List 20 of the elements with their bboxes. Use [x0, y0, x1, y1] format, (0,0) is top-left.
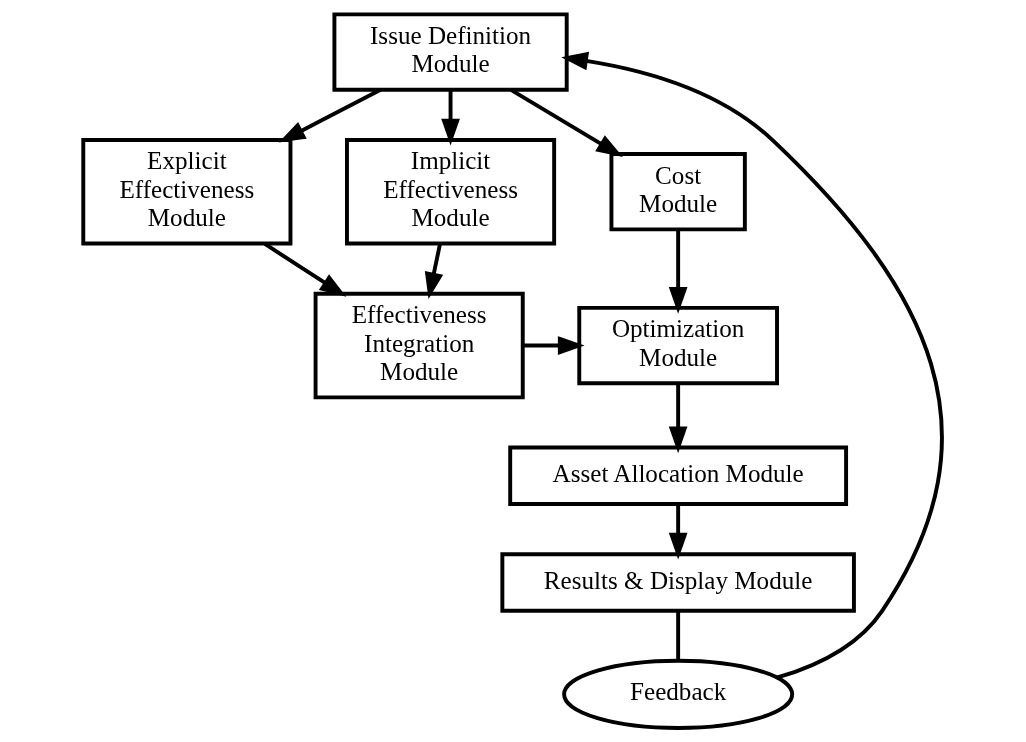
node-box: Optimization Module [577, 305, 779, 386]
node-box: Issue Definition Module [332, 12, 569, 92]
node-box: Cost Module [609, 152, 747, 232]
node-box: Explicit Effectiveness Module [81, 138, 293, 246]
arrow [668, 229, 688, 314]
node-box: Implicit Effectiveness Module [345, 138, 557, 246]
arrow [522, 336, 585, 355]
node-box: Results & Display Module [500, 552, 856, 613]
arrow [561, 51, 944, 680]
arrow [668, 504, 688, 560]
node-box: Effectiveness Integration Module [313, 291, 525, 400]
arrow [668, 383, 688, 454]
arrow [278, 88, 382, 143]
node-ellipse: Feedback [562, 658, 795, 730]
arrow [263, 242, 347, 297]
arrow [441, 90, 460, 146]
arrow [509, 88, 623, 158]
node-box: Asset Allocation Module [508, 445, 849, 507]
arrow [424, 243, 444, 300]
connector [676, 611, 681, 661]
